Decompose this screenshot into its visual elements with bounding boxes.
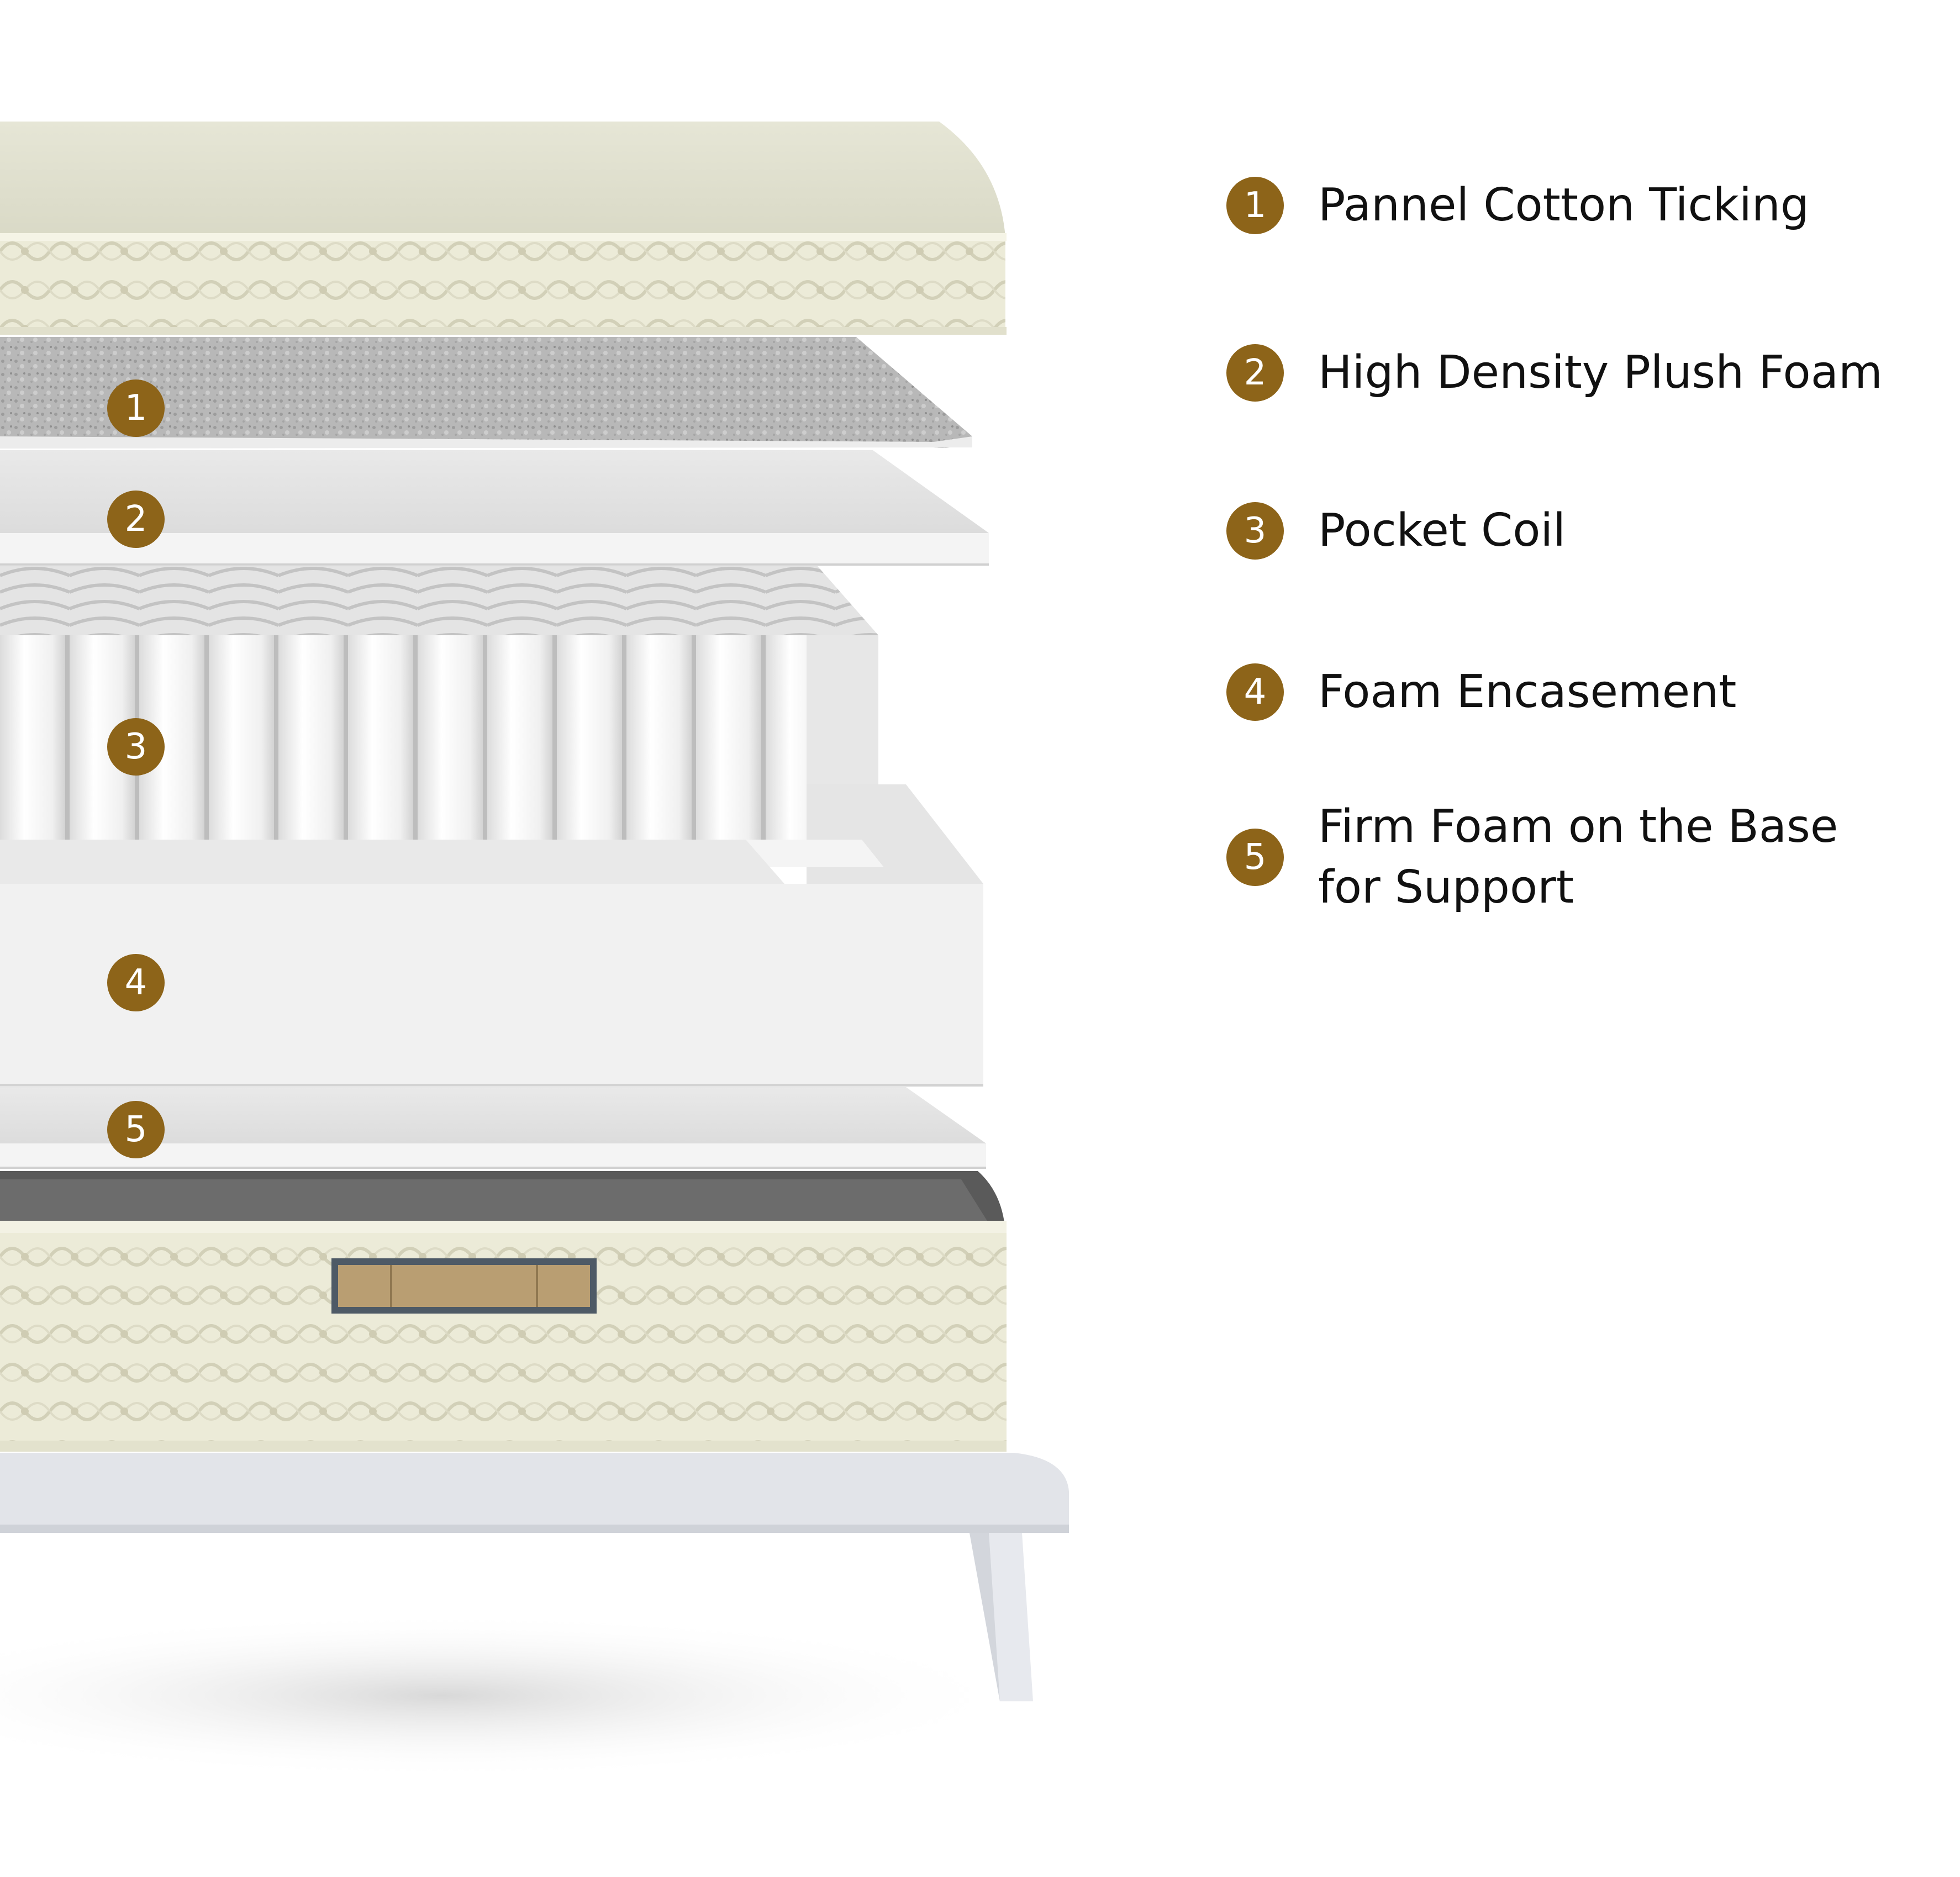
- floor-shadow: [0, 1613, 1022, 1779]
- legend-badge-3: 3: [1226, 502, 1284, 560]
- legend-badge-5: 5: [1226, 829, 1284, 886]
- layer-1-cotton: [0, 337, 972, 449]
- layer-3-badge: 3: [107, 718, 165, 776]
- layer-2-badge: 2: [107, 491, 165, 548]
- legend-badge-4: 4: [1226, 663, 1284, 721]
- layer-ticking-top: [0, 122, 1007, 335]
- legend-badge-1: 1: [1226, 177, 1284, 234]
- legend-label-3: Pocket Coil: [1318, 504, 1566, 557]
- legend-label-4: Foam Encasement: [1318, 666, 1737, 718]
- layer-base-box: [0, 1171, 1007, 1452]
- legend-item-1: 1 Pannel Cotton Ticking: [1226, 175, 1809, 236]
- layer-5-firm-foam: [0, 1087, 986, 1169]
- legend-badge-2: 2: [1226, 344, 1284, 402]
- legend-label-2: High Density Plush Foam: [1318, 346, 1883, 399]
- layer-1-badge: 1: [107, 379, 165, 437]
- handle: [331, 1258, 597, 1314]
- legend-label-1: Pannel Cotton Ticking: [1318, 179, 1809, 231]
- legend-item-2: 2 High Density Plush Foam: [1226, 342, 1883, 403]
- legend-item-3: 3 Pocket Coil: [1226, 500, 1566, 561]
- layer-3-pocket-coil: [0, 566, 878, 840]
- bed-frame: [0, 1453, 1069, 1701]
- layer-5-badge: 5: [107, 1101, 165, 1158]
- legend-item-5: 5 Firm Foam on the Base for Support: [1226, 797, 1838, 918]
- legend-item-4: 4 Foam Encasement: [1226, 662, 1736, 723]
- layer-4-badge: 4: [107, 954, 165, 1011]
- layer-2-plush-foam: [0, 450, 989, 566]
- legend-label-5: Firm Foam on the Base for Support: [1318, 800, 1838, 914]
